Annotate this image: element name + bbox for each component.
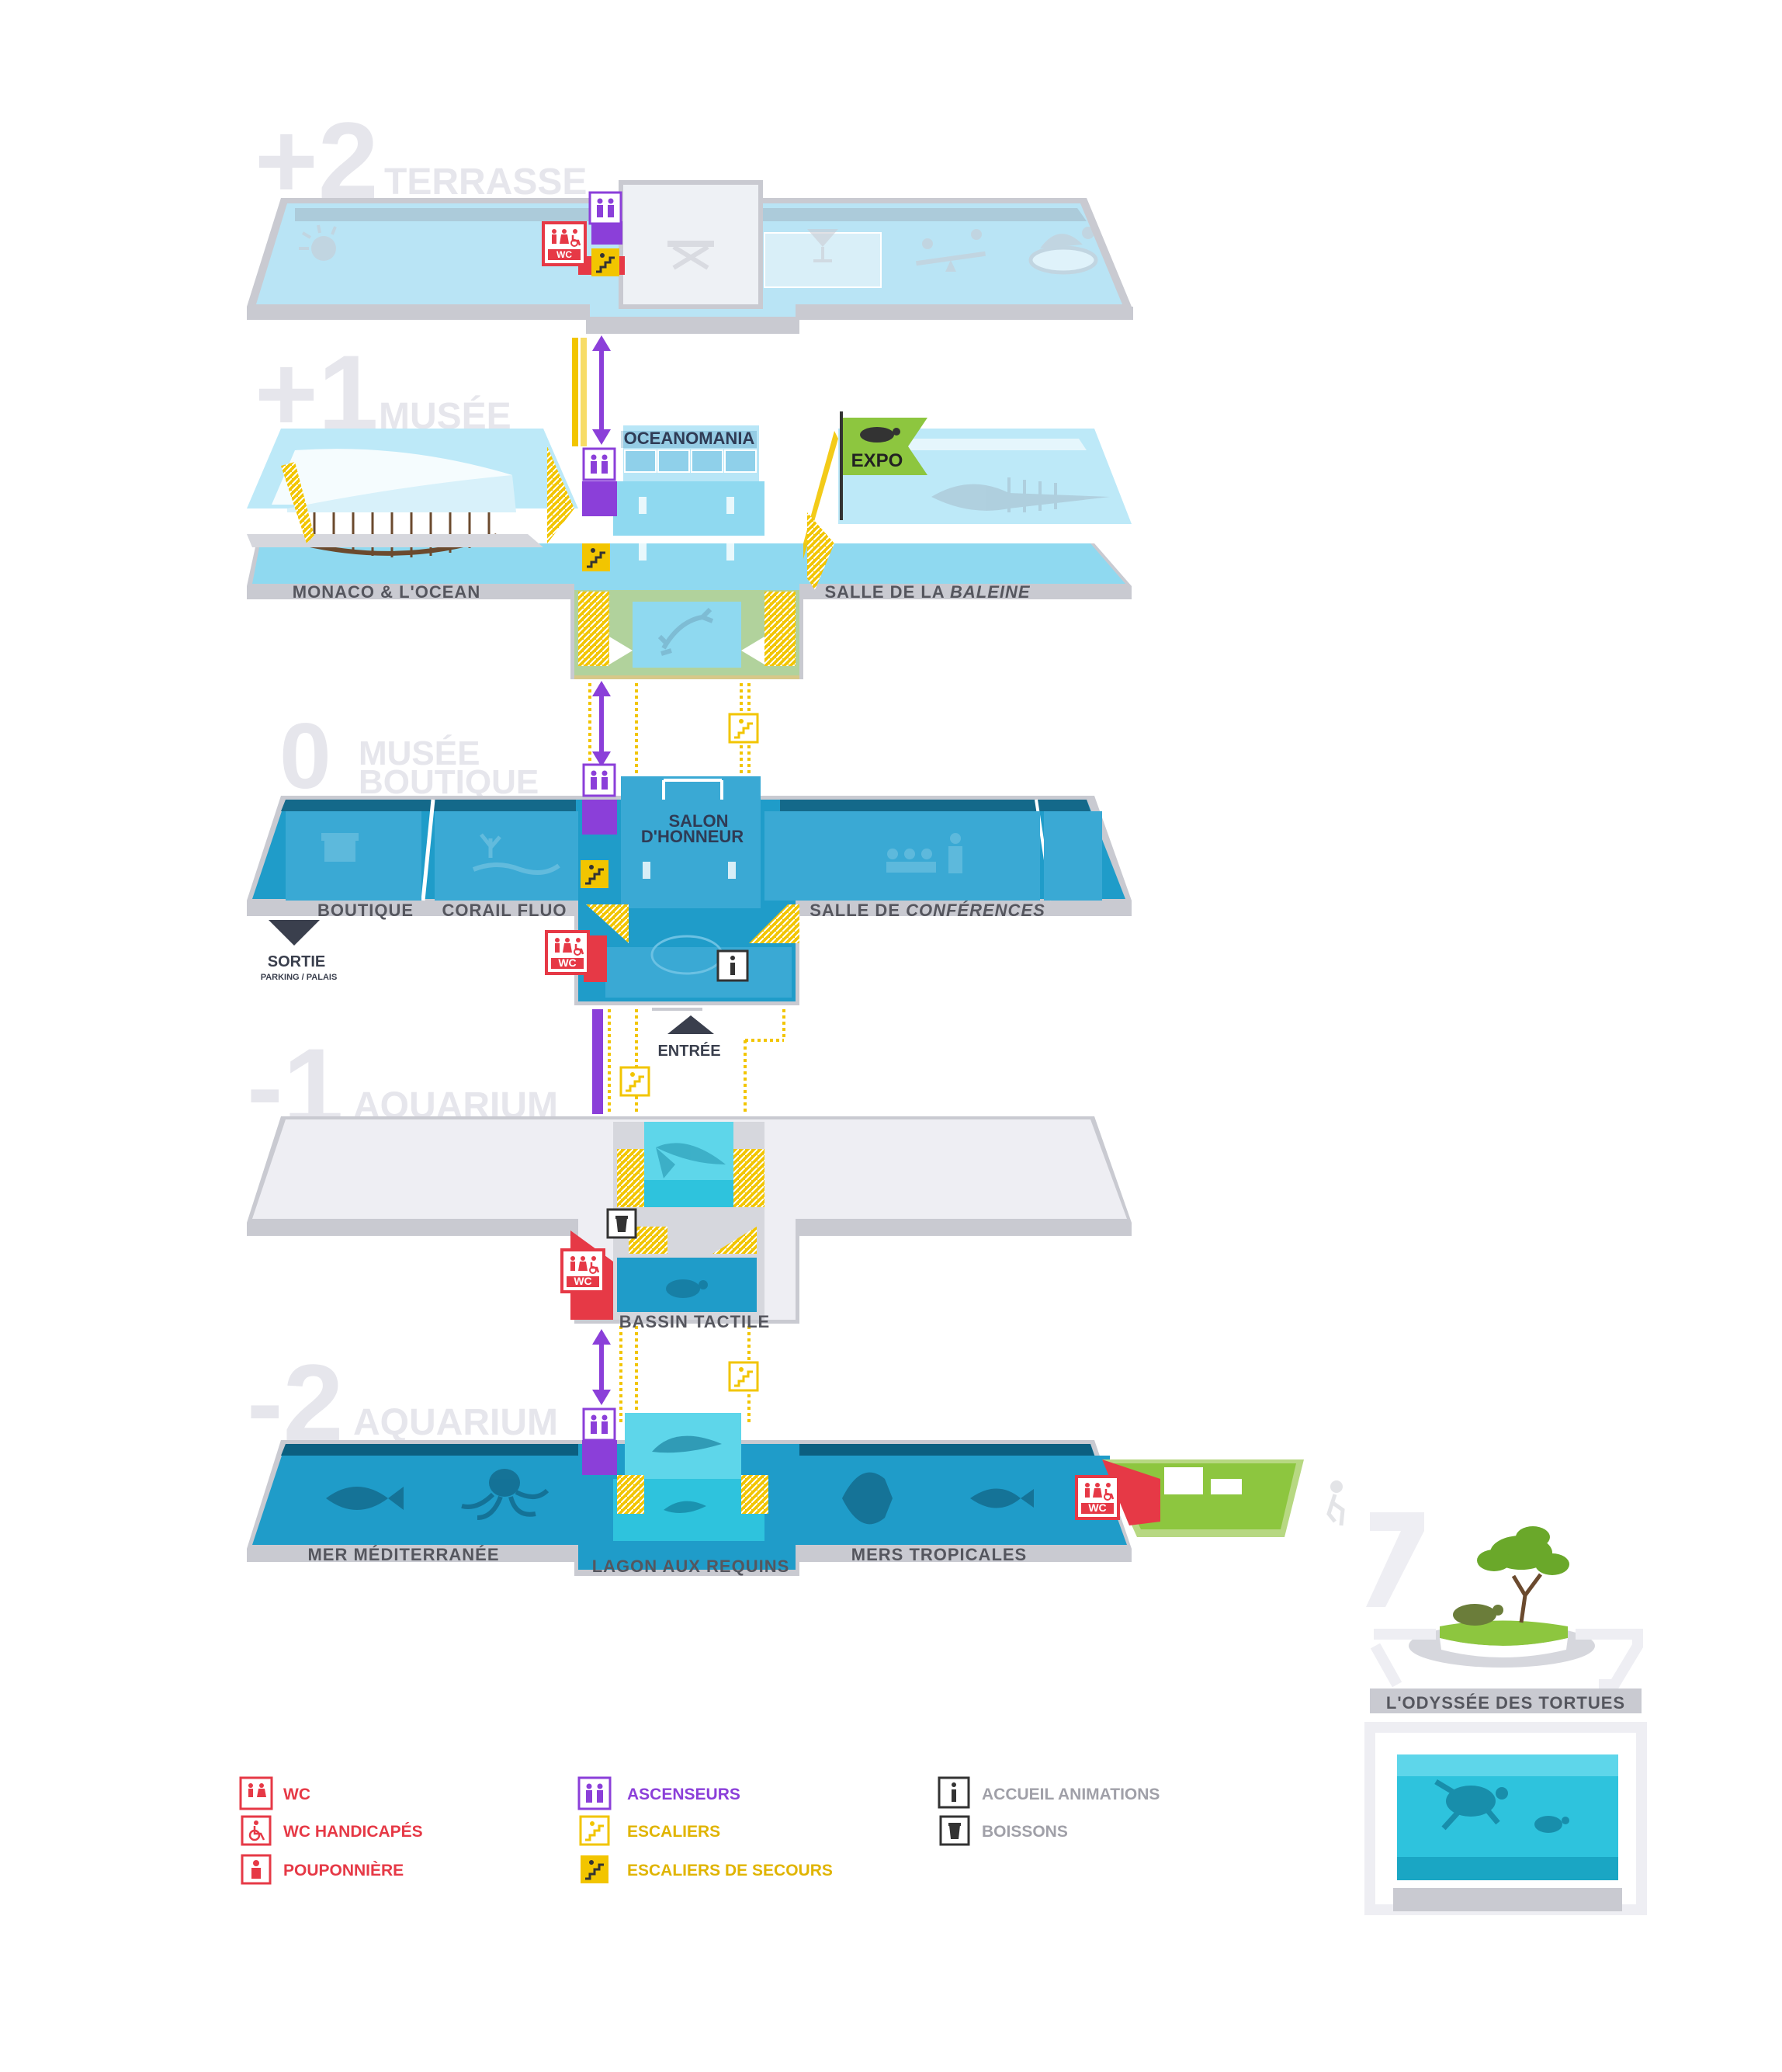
elevator-icon[interactable]	[582, 447, 616, 481]
floor-plus1: +1 MUSÉE OCEANOMANIA	[247, 332, 1132, 679]
zone-bassin-tactile: BASSIN TACTILE	[619, 1312, 770, 1331]
sun-icon	[299, 224, 337, 261]
sortie-sublabel: PARKING / PALAIS	[261, 973, 338, 982]
zone-boutique: BOUTIQUE	[317, 901, 414, 920]
shark-icon	[656, 1143, 726, 1178]
picnic-icon	[667, 241, 714, 270]
legend-label: POUPONNIÈRE	[283, 1862, 404, 1879]
wc-label: WC	[558, 956, 576, 969]
legend-item-wc: WC	[239, 1776, 310, 1810]
zone-salle-baleine: SALLE DE LA BALEINE	[824, 582, 1030, 602]
entree-entrance[interactable]: ENTRÉE	[652, 1008, 721, 1060]
cocktail-icon	[807, 229, 838, 262]
expo-flag[interactable]: EXPO	[840, 411, 927, 520]
wc-icon	[239, 1776, 273, 1810]
tortoise-island-icon	[1453, 1604, 1503, 1626]
octopus-icon	[461, 1469, 550, 1520]
tree-icon	[1477, 1526, 1569, 1623]
fish-icon	[326, 1487, 404, 1510]
emergency-stairs-icon[interactable]	[590, 247, 621, 278]
zone-salon: SALON	[669, 811, 729, 831]
legend-label: WC HANDICAPÉS	[283, 1823, 423, 1841]
elevator-icon[interactable]	[588, 191, 622, 225]
stairs-icon	[579, 1815, 610, 1846]
zone-salle-conferences: SALLE DE CONFÉRENCES	[810, 901, 1045, 920]
drink-icon[interactable]	[606, 1208, 637, 1239]
odyssee-title: L'ODYSSÉE DES TORTUES	[1386, 1693, 1625, 1713]
sea-turtle-icon	[1434, 1779, 1569, 1833]
floor-minus1: -1 AQUARIUM WC BASSIN TACTILE	[247, 1026, 1132, 1331]
legend-item-ascenseurs: ASCENSEURS	[577, 1776, 740, 1810]
legend-item-wc-handicap: WC HANDICAPÉS	[241, 1815, 423, 1846]
emergency-stairs-icon[interactable]	[581, 542, 612, 573]
floor-0: 0 MUSÉE BOUTIQUE SALON D'HONNEUR	[247, 704, 1132, 1060]
audience-icon	[886, 833, 962, 873]
gift-icon	[321, 833, 359, 862]
wc-label: WC	[1088, 1501, 1106, 1514]
vertical-connections	[572, 335, 785, 1425]
legend-item-pouponniere: POUPONNIÈRE	[241, 1854, 404, 1885]
elevator-icon[interactable]	[582, 1407, 616, 1442]
drink-icon	[939, 1815, 970, 1846]
clownfish-icon	[970, 1488, 1034, 1508]
coral-icon	[472, 833, 560, 875]
floor-name-terrasse: TERRASSE	[384, 161, 587, 203]
wc-label: WC	[574, 1275, 591, 1287]
floor-name-boutique-0: BOUTIQUE	[359, 763, 539, 801]
lobster-icon	[657, 607, 714, 656]
legend-label: BOISSONS	[982, 1823, 1068, 1841]
floor-minus2: -2 AQUARIUM	[247, 1341, 1304, 1576]
zone-mer-mediterranee: MER MÉDITERRANÉE	[307, 1545, 499, 1564]
tortoise-icon	[1028, 227, 1098, 275]
info-icon	[938, 1776, 970, 1809]
stairs-icon	[728, 713, 759, 744]
stairs-icon	[619, 1066, 650, 1097]
info-icon[interactable]	[716, 949, 749, 982]
shark-lagoon-icon	[652, 1435, 722, 1513]
odyssee-des-tortues: L'ODYSSÉE DES TORTUES	[1326, 1480, 1647, 1915]
whale-skeleton-icon	[931, 477, 1110, 512]
emergency-stairs-icon[interactable]	[579, 859, 610, 890]
legend-label: ASCENSEURS	[627, 1786, 740, 1803]
zone-honneur: D'HONNEUR	[641, 827, 744, 846]
floor-name-aquarium-2: AQUARIUM	[353, 1402, 558, 1443]
zone-monaco-ocean: MONACO & L'OCEAN	[293, 582, 480, 602]
zone-corail-fluo: CORAIL FLUO	[442, 901, 567, 920]
legend: WC WC HANDICAPÉS POUPONNIÈRE ASCENSEURS …	[239, 1776, 1160, 1885]
legend-label: ESCALIERS DE SECOURS	[627, 1862, 833, 1879]
seesaw-icon	[916, 229, 986, 272]
legend-item-accueil: ACCUEIL ANIMATIONS	[938, 1776, 1160, 1809]
turtle-icon	[666, 1279, 708, 1298]
legend-label: ACCUEIL ANIMATIONS	[982, 1786, 1160, 1803]
sortie-label: SORTIE	[268, 953, 325, 970]
legend-label: ESCALIERS	[627, 1823, 720, 1841]
legend-item-escaliers-secours: ESCALIERS DE SECOURS	[579, 1854, 833, 1885]
zone-lagon-requins: LAGON AUX REQUINS	[592, 1557, 790, 1576]
walking-person-icon	[1326, 1480, 1345, 1526]
legend-item-escaliers: ESCALIERS	[579, 1815, 720, 1846]
wc-label: WC	[556, 249, 572, 260]
legend-label: WC	[283, 1786, 310, 1803]
angelfish-icon	[842, 1472, 893, 1525]
entree-label: ENTRÉE	[657, 1042, 720, 1060]
zone-oceanomania: OCEANOMANIA	[624, 429, 755, 448]
expo-label: EXPO	[851, 450, 903, 471]
elevator-icon[interactable]	[582, 763, 616, 797]
stairs-icon	[728, 1361, 759, 1392]
emergency-stairs-icon	[579, 1854, 610, 1885]
zone-mers-tropicales: MERS TROPICALES	[851, 1545, 1027, 1564]
display-cases	[624, 449, 757, 473]
elevator-icon	[577, 1776, 612, 1810]
legend-item-boissons: BOISSONS	[939, 1815, 1068, 1846]
floor-number-0: 0	[279, 704, 331, 808]
floor-plus2: +2 TERRASSE WC	[247, 99, 1133, 334]
sortie-exit[interactable]: SORTIE PARKING / PALAIS	[261, 920, 338, 982]
floor-name-musee-0: MUSÉE	[359, 734, 480, 772]
